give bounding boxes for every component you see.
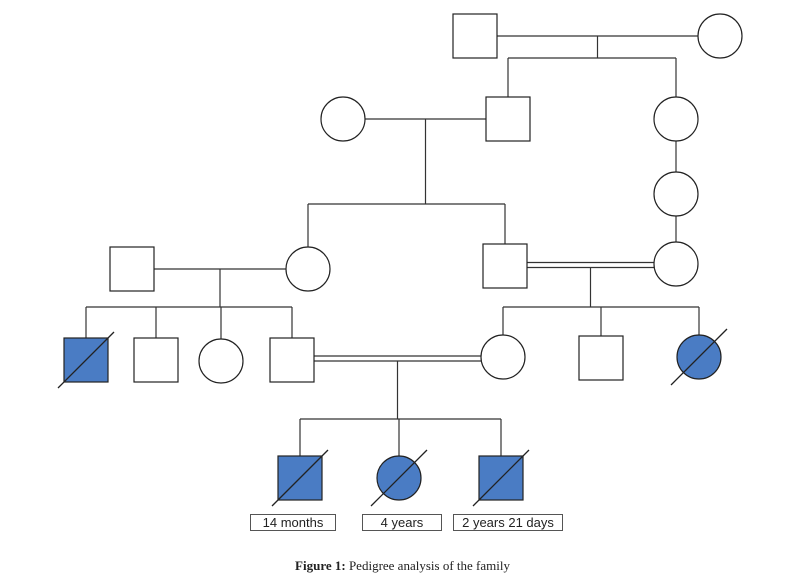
unaffected-female-symbol xyxy=(198,338,244,384)
age-label-child-3: 2 years 21 days xyxy=(453,514,563,531)
unaffected-female-symbol xyxy=(653,241,699,287)
deceased-slash xyxy=(370,449,428,507)
individual-symbols xyxy=(57,13,743,507)
unaffected-female-symbol xyxy=(480,334,526,380)
caption-label: Figure 1: xyxy=(295,558,346,573)
unaffected-female-symbol xyxy=(653,171,699,217)
deceased-slash xyxy=(271,449,329,507)
age-label-child-2: 4 years xyxy=(362,514,442,531)
deceased-slash xyxy=(670,328,728,386)
unaffected-male-symbol xyxy=(482,243,528,289)
age-label-child-1: 14 months xyxy=(250,514,336,531)
unaffected-female-symbol xyxy=(320,96,366,142)
unaffected-male-symbol xyxy=(452,13,498,59)
unaffected-male-symbol xyxy=(485,96,531,142)
unaffected-male-symbol xyxy=(133,337,179,383)
deceased-slash xyxy=(57,331,115,389)
unaffected-male-symbol xyxy=(109,246,155,292)
unaffected-female-symbol xyxy=(285,246,331,292)
unaffected-male-symbol xyxy=(578,335,624,381)
unaffected-female-symbol xyxy=(653,96,699,142)
unaffected-female-symbol xyxy=(697,13,743,59)
deceased-slash xyxy=(472,449,530,507)
figure-caption: Figure 1: Pedigree analysis of the famil… xyxy=(0,558,805,574)
caption-text: Pedigree analysis of the family xyxy=(348,558,510,573)
unaffected-male-symbol xyxy=(269,337,315,383)
connection-lines xyxy=(85,35,700,456)
